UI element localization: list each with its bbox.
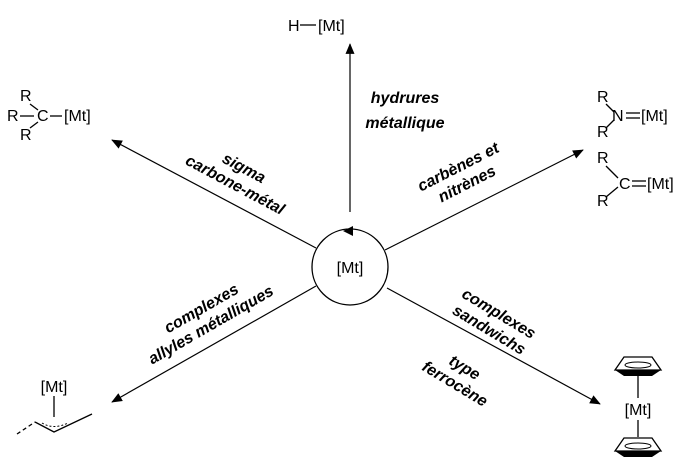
carbene-bond-bottom — [605, 186, 619, 198]
nitrene-structure: R R N [Mt] — [597, 89, 668, 141]
carbene-r-top: R — [597, 150, 609, 167]
nitrene-r-top: R — [597, 89, 609, 106]
center-metal-node: [Mt] — [311, 226, 389, 306]
center-metal-label: [Mt] — [337, 260, 364, 277]
allyl-delocalized-arc — [41, 422, 69, 427]
sigma-structure: R R R C [Mt] — [7, 88, 91, 144]
sigma-r-left: R — [7, 108, 19, 125]
label-upper-right: carbènes et nitrènes — [415, 139, 503, 206]
allyl-dashed-bond — [16, 421, 36, 435]
sandwich-metal: [Mt] — [625, 402, 652, 419]
sigma-carbon: C — [37, 108, 49, 125]
arrow-upper-right — [384, 149, 584, 251]
cycle-arrow-head — [343, 226, 353, 236]
cp-top-aromatic-ring — [624, 361, 652, 369]
nitrene-bond-top — [605, 103, 615, 113]
hydride-h: H — [288, 18, 300, 35]
label-lower-left: complexes allyles métalliques — [146, 281, 277, 368]
sigma-bond-bottom — [29, 121, 39, 129]
carbene-c: C — [619, 176, 631, 193]
cp-ring-bottom — [613, 437, 663, 457]
sigma-r-bottom: R — [20, 127, 32, 144]
arrow-upper-left — [111, 139, 317, 249]
allyl-backbone — [34, 413, 93, 433]
allyl-metal: [Mt] — [41, 379, 68, 396]
cp-bottom-aromatic-ring — [624, 442, 652, 450]
hydride-structure: H [Mt] — [288, 18, 345, 35]
label-top: hydrures métallique — [365, 90, 444, 132]
label-top-line-1: hydrures — [371, 90, 440, 107]
sigma-r-top: R — [20, 88, 32, 105]
hydride-metal: [Mt] — [318, 18, 345, 35]
cp-ring-top — [613, 356, 663, 376]
nitrene-metal: [Mt] — [641, 108, 668, 125]
cp-top-front-edge — [615, 370, 661, 376]
sandwich-structure: [Mt] — [613, 356, 663, 457]
arrow-lower-left — [111, 285, 317, 403]
nitrene-n: N — [612, 108, 624, 125]
label-lower-right-lower: type ferrocène — [419, 352, 490, 410]
sigma-bond-top — [29, 103, 39, 111]
nitrene-bond-bottom — [605, 119, 615, 129]
label-top-line-2: métallique — [365, 115, 444, 132]
carbene-r-bottom: R — [597, 193, 609, 210]
carbene-bond-top — [605, 165, 619, 179]
carbene-metal: [Mt] — [647, 176, 674, 193]
allyl-structure: [Mt] — [16, 379, 93, 435]
label-lower-right-upper: complexes sandwichs — [449, 286, 538, 359]
nitrene-r-bottom: R — [597, 124, 609, 141]
carbene-structure: R R C [Mt] — [597, 150, 674, 210]
sigma-metal: [Mt] — [64, 108, 91, 125]
arrow-lower-right — [386, 287, 601, 405]
label-upper-left: sigma carbone-métal — [182, 150, 287, 219]
cp-bottom-front-edge — [615, 451, 661, 457]
